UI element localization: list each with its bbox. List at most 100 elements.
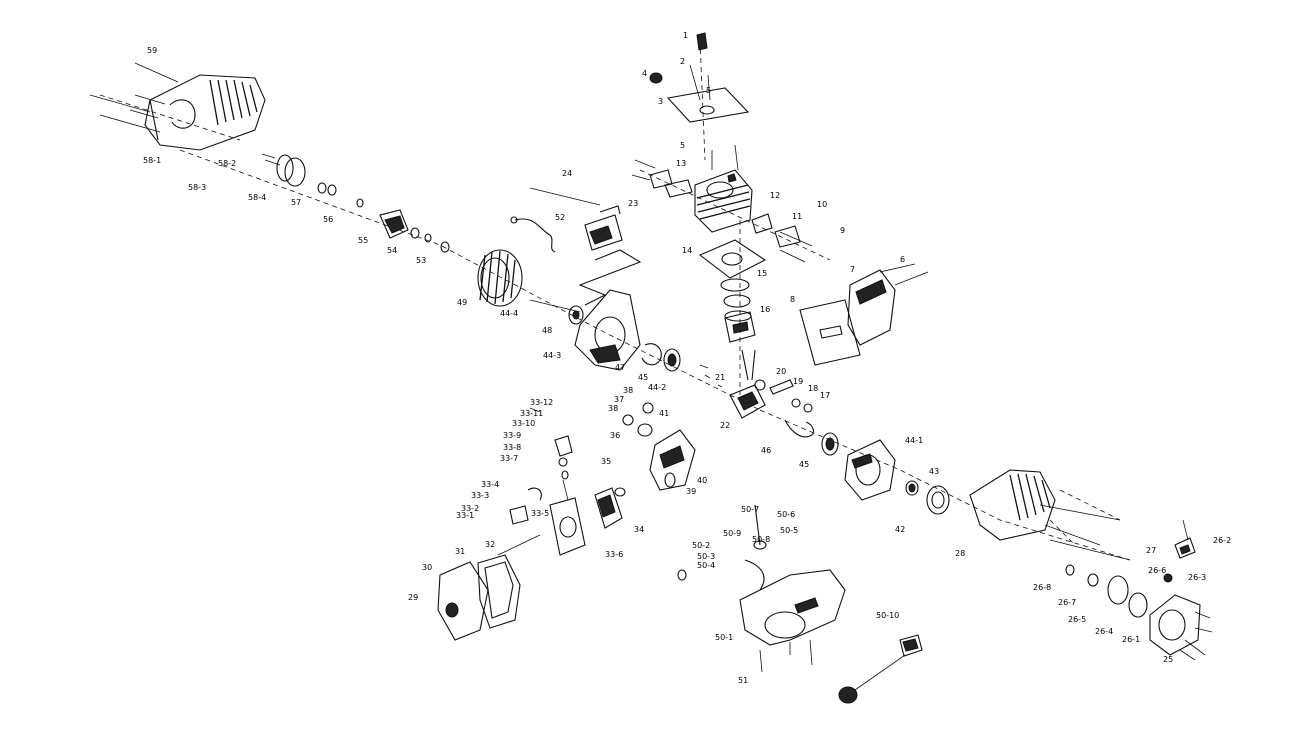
part-label: 5 [680, 141, 685, 150]
part-label: 24 [562, 169, 572, 178]
clutch-housing [89, 62, 266, 151]
part-label: 33-6 [605, 550, 623, 559]
clutch-shoe [379, 209, 409, 239]
part-label: 54 [387, 246, 397, 255]
assembly-axes [99, 39, 1131, 561]
part-label: 48 [542, 326, 552, 335]
part-label: 50-8 [752, 535, 770, 544]
part-label: 8 [790, 295, 795, 304]
part-label: 26-3 [1188, 573, 1206, 582]
crankcase-right [844, 439, 896, 501]
part-label: 32 [485, 540, 495, 549]
part-label: 33-12 [530, 398, 553, 407]
part-label: 23 [628, 199, 638, 208]
part-label: 58-1 [143, 156, 161, 165]
cylinder-gasket [698, 239, 767, 279]
crank-seal [568, 305, 584, 325]
part-label: 5 [706, 86, 711, 95]
part-label: 46 [761, 446, 771, 455]
cylinder [694, 169, 753, 233]
part-label: 33-1 [456, 511, 474, 520]
part-label: 12 [770, 191, 780, 200]
fuel-tank [677, 504, 846, 646]
part-label: 34 [634, 525, 644, 534]
ignition-coil [529, 187, 642, 306]
part-label: 59 [147, 46, 157, 55]
part-label: 14 [682, 246, 692, 255]
part-label: 50-2 [692, 541, 710, 550]
bearing-left [663, 348, 681, 372]
part-label: 26-1 [1122, 635, 1140, 644]
intake-manifold [614, 402, 696, 497]
part-label: 33-5 [531, 509, 549, 518]
part-label: 17 [820, 391, 830, 400]
part-label: 50-1 [715, 633, 733, 642]
part-label: 33-2 [461, 504, 479, 513]
part-label: 19 [793, 377, 803, 386]
part-number-labels: 1234556789101112131415161718192021222324… [143, 31, 1231, 685]
part-label: 42 [895, 525, 905, 534]
part-label: 22 [720, 421, 730, 430]
clutch-drum [264, 154, 306, 187]
part-label: 52 [555, 213, 565, 222]
part-label: 47 [615, 363, 625, 372]
cylinder-brackets [649, 169, 801, 248]
part-label: 38 [623, 386, 633, 395]
part-label: 58-3 [188, 183, 206, 192]
part-label: 26-8 [1033, 583, 1051, 592]
part-label: 18 [808, 384, 818, 393]
part-label: 33-3 [471, 491, 489, 500]
part-label: 16 [760, 305, 770, 314]
part-label: 44-2 [648, 383, 666, 392]
part-label: 27 [1146, 546, 1156, 555]
part-label: 36 [610, 431, 620, 440]
part-label: 28 [955, 549, 965, 558]
part-label: 41 [659, 409, 669, 418]
part-label: 33-4 [481, 480, 499, 489]
bearing-right [821, 432, 839, 456]
part-label: 44-4 [500, 309, 518, 318]
part-label: 6 [900, 255, 905, 264]
crankcase-left [529, 289, 641, 371]
carburetor [509, 435, 623, 556]
fuel-cap [838, 634, 923, 704]
part-label: 57 [291, 198, 301, 207]
part-label: 3 [658, 97, 663, 106]
flywheel [477, 249, 523, 307]
part-label: 39 [686, 487, 696, 496]
part-label: 38 [608, 404, 618, 413]
part-label: 13 [676, 159, 686, 168]
part-label: 15 [757, 269, 767, 278]
crankshaft [729, 349, 766, 419]
wire-clip [784, 419, 815, 438]
part-label: 50-4 [697, 561, 715, 570]
starter-pulley [905, 480, 950, 515]
part-label: 33-7 [500, 454, 518, 463]
part-label: 33-9 [503, 431, 521, 440]
part-label: 58-2 [218, 159, 236, 168]
part-label: 45 [638, 373, 648, 382]
part-label: 50-10 [876, 611, 899, 620]
part-label: 50-3 [697, 552, 715, 561]
part-label: 26-4 [1095, 627, 1113, 636]
part-label: 45 [799, 460, 809, 469]
part-label: 33-10 [512, 419, 535, 428]
part-label: 26-5 [1068, 615, 1086, 624]
part-label: 49 [457, 298, 467, 307]
part-label: 50-6 [777, 510, 795, 519]
part-label: 58-4 [248, 193, 266, 202]
part-label: 26-2 [1213, 536, 1231, 545]
fasteners [261, 144, 1213, 673]
part-label: 40 [697, 476, 707, 485]
part-label: 50-5 [780, 526, 798, 535]
part-label: 43 [929, 467, 939, 476]
part-label: 53 [416, 256, 426, 265]
part-label: 55 [358, 236, 368, 245]
part-label: 56 [323, 215, 333, 224]
engine-shroud [969, 469, 1056, 541]
part-label: 51 [738, 676, 748, 685]
cylinder-top-parts [649, 32, 750, 123]
part-label: 35 [601, 457, 611, 466]
piston-assembly [720, 278, 756, 343]
